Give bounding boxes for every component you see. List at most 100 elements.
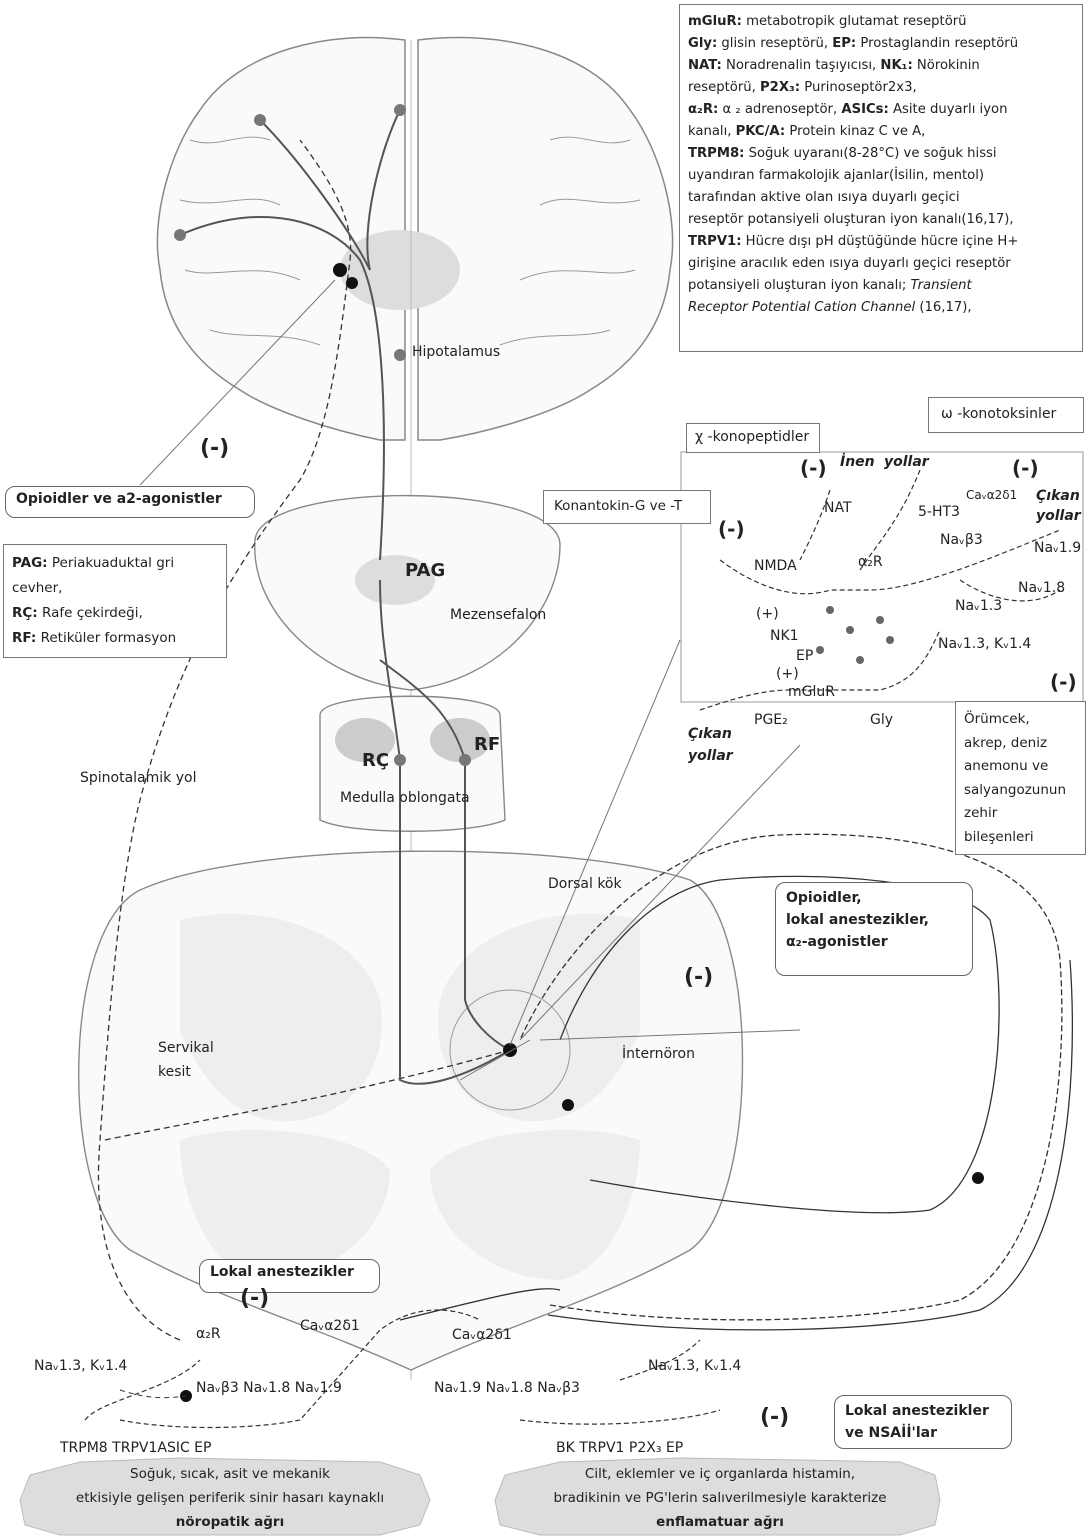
callout-opioid-a2: Opioidler ve a2-agonistler	[5, 486, 255, 518]
legend-text: reseptör potansiyeli oluşturan iyon kana…	[688, 212, 1014, 227]
callout-omega-konotoksin: ω -konotoksinler	[928, 397, 1084, 433]
label-inen-yollar: yollar	[884, 454, 929, 470]
burst-line: Cilt, eklemler ve iç organlarda histamin…	[500, 1462, 940, 1486]
callout-line: lokal anestezikler,	[786, 909, 962, 931]
medulla-shape	[320, 696, 505, 831]
label-right-row: Naᵥ1.9 Naᵥ1.8 Naᵥβ3	[434, 1380, 580, 1396]
label-servikal: Servikal	[158, 1040, 214, 1056]
legend-text: RF:	[12, 630, 36, 646]
legend-text: Hücre dışı pH düştüğünde hücre içine H+	[741, 234, 1018, 249]
label-nmda: NMDA	[754, 558, 797, 574]
legend-line: Gly: glisin reseptörü, EP: Prostaglandin…	[688, 33, 1074, 55]
legend-text: cevher,	[12, 580, 62, 596]
legend-line: tarafından aktive olan ısıya duyarlı geç…	[688, 187, 1074, 209]
receptor-dots	[816, 606, 894, 664]
minus-sign: (-)	[1012, 456, 1039, 480]
legend-text: NAT:	[688, 58, 722, 73]
legend-text: reseptörü,	[688, 80, 760, 95]
burst-line: Soğuk, sıcak, asit ve mekanik	[30, 1462, 430, 1486]
legend-text: ASICs:	[841, 102, 888, 117]
callout-line: zehir	[964, 802, 1077, 826]
legend-text: Noradrenalin taşıyıcısı,	[722, 58, 881, 73]
legend-text: Nörokinin	[913, 58, 980, 73]
label-nat: NAT	[824, 500, 852, 516]
legend-text: glisin reseptörü,	[717, 36, 832, 51]
legend-line: α₂R: α ₂ adrenoseptör, ASICs: Asite duya…	[688, 99, 1074, 121]
label-pag: PAG	[405, 560, 445, 581]
legend-line: reseptör potansiyeli oluşturan iyon kana…	[688, 209, 1074, 231]
burst-line: bradikinin ve PG'lerin salıverilmesiyle …	[500, 1486, 940, 1510]
legend-text: Gly:	[688, 36, 717, 51]
legend-text: tarafından aktive olan ısıya duyarlı geç…	[688, 190, 960, 205]
legend-line: kanalı, PKC/A: Protein kinaz C ve A,	[688, 121, 1074, 143]
legend-line: TRPM8: Soğuk uyaranı(8-28°C) ve soğuk hi…	[688, 143, 1074, 165]
spinal-cord-section	[79, 851, 743, 1370]
label-right-receptors: BK TRPV1 P2X₃ EP	[556, 1440, 683, 1456]
label-nk1: NK1	[770, 628, 799, 644]
minus-sign: (-)	[718, 517, 745, 541]
legend-text: Retiküler formasyon	[36, 630, 176, 646]
legend-text: Asite duyarlı iyon	[889, 102, 1008, 117]
legend-text: (16,17),	[915, 300, 971, 315]
callout-zehir: Örümcek,akrep, denizanemonu vesalyangozu…	[955, 701, 1086, 855]
legend-text: α₂R:	[688, 102, 718, 117]
callout-line: α₂-agonistler	[786, 931, 962, 953]
legend-brain-regions: PAG: Periakuaduktal gri cevher, RÇ: Rafe ç…	[3, 544, 227, 658]
label-nab3: Naᵥβ3	[940, 532, 983, 548]
callout-lokal-anestezikler: Lokal anestezikler	[199, 1259, 380, 1293]
minus-sign: (-)	[1050, 670, 1077, 694]
callout-line: Örümcek,	[964, 708, 1077, 732]
legend-text: Purinoseptör2x3,	[800, 80, 917, 95]
legend-line: uyandıran farmakolojik ajanlar(İsilin, m…	[688, 165, 1074, 187]
label-rf: RF	[474, 734, 500, 755]
legend-text: TRPM8:	[688, 146, 744, 161]
label-kesit: kesit	[158, 1064, 191, 1080]
label-left-row: Naᵥβ3 Naᵥ1.8 Naᵥ1.9	[196, 1380, 342, 1396]
synapse-inset	[700, 470, 1060, 710]
label-right-channels: Naᵥ1.3, Kᵥ1.4	[648, 1358, 741, 1374]
label-hipotalamus: Hipotalamus	[412, 344, 500, 360]
label-medulla: Medulla oblongata	[340, 790, 470, 806]
label-left-ca: Caᵥα2δ1	[300, 1318, 360, 1334]
label-ep: EP	[796, 648, 813, 664]
label-cikan: Çıkan	[1036, 488, 1080, 504]
legend-line: girişine aracılık eden ısıya duyarlı geç…	[688, 253, 1074, 275]
legend-line: potansiyeli oluşturan iyon kanalı; Trans…	[688, 275, 1074, 297]
legend-text: α ₂ adrenoseptör,	[718, 102, 841, 117]
legend-text: Periakuaduktal gri	[48, 555, 174, 571]
label-cikan-yollar-2: yollar	[688, 748, 733, 764]
legend-text: Receptor Potential Cation Channel	[688, 300, 915, 315]
inflammatory-pain-text: Cilt, eklemler ve iç organlarda histamin…	[500, 1462, 940, 1534]
label-ca-a2d1: Caᵥα2δ1	[966, 488, 1017, 502]
legend-text: mGluR:	[688, 14, 742, 29]
legend-text: Soğuk uyaranı(8-28°C) ve soğuk hissi	[744, 146, 996, 161]
legend-text: PKC/A:	[736, 124, 786, 139]
legend-line: PAG: Periakuaduktal gri	[12, 551, 218, 576]
label-a2r: α₂R	[858, 554, 883, 570]
label-spinotalamik: Spinotalamik yol	[80, 770, 196, 786]
callout-line: akrep, deniz	[964, 732, 1077, 756]
label-inen: İnen	[840, 454, 875, 470]
legend-text: NK₁:	[880, 58, 912, 73]
label-cikan-2: Çıkan	[688, 726, 732, 742]
legend-line: NAT: Noradrenalin taşıyıcısı, NK₁: Nörok…	[688, 55, 1074, 77]
label-5ht3: 5-HT3	[918, 504, 960, 520]
callout-lokal-nsaii: Lokal anestezikler ve NSAİİ'lar	[834, 1395, 1012, 1449]
callout-chi-konopeptid: χ -konopeptidler	[686, 423, 820, 453]
label-plus: (+)	[756, 606, 779, 622]
label-nav13kv14: Naᵥ1.3, Kᵥ1.4	[938, 636, 1031, 652]
legend-line: mGluR: metabotropik glutamat reseptörü	[688, 11, 1074, 33]
label-plus: (+)	[776, 666, 799, 682]
legend-text: RÇ:	[12, 605, 38, 621]
callout-line: salyangozunun	[964, 779, 1077, 803]
label-mglur: mGluR	[788, 684, 835, 700]
legend-line: TRPV1: Hücre dışı pH düştüğünde hücre iç…	[688, 231, 1074, 253]
callout-line: Lokal anestezikler	[845, 1400, 1001, 1422]
label-nav19: Naᵥ1.9	[1034, 540, 1081, 556]
minus-sign: (-)	[240, 1286, 269, 1311]
legend-line: RF: Retiküler formasyon	[12, 626, 218, 651]
legend-line: RÇ: Rafe çekirdeği,	[12, 601, 218, 626]
callout-konantokin: Konantokin-G ve -T	[543, 490, 711, 524]
minus-sign: (-)	[760, 1405, 789, 1430]
label-nav13: Naᵥ1.3	[955, 598, 1002, 614]
